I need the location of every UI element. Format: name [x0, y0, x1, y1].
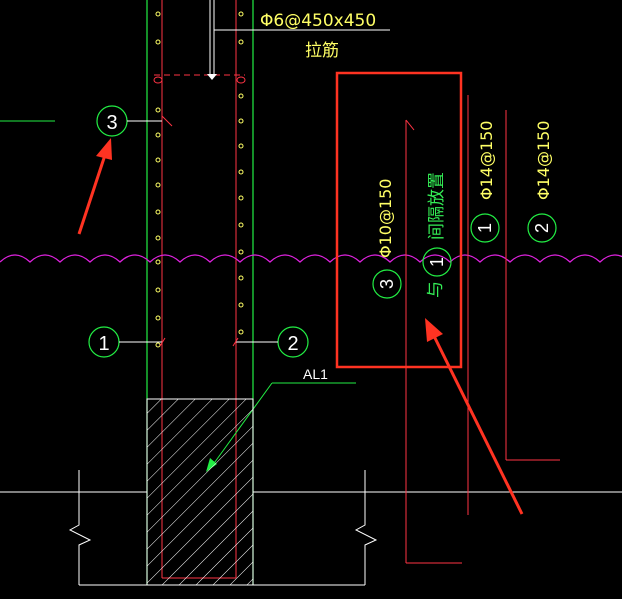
bar2-spec-text: Φ14@150 — [534, 121, 553, 201]
rebar-hook — [405, 119, 415, 131]
marker-2-box-circle — [527, 213, 557, 243]
marker-3-left-text: 3 — [106, 112, 117, 134]
beam-label: AL1 — [303, 366, 328, 382]
beam-section-hatch — [146, 398, 254, 586]
with-text: 与 — [426, 281, 446, 298]
highlight-arrow-right — [425, 318, 524, 515]
break-line — [0, 254, 622, 263]
rebar-dots-right — [238, 11, 244, 335]
bar3-spec-text: Φ10@150 — [376, 179, 395, 259]
marker-3-box-text: 3 — [377, 279, 397, 289]
marker-2-left-text: 2 — [287, 333, 298, 355]
foundation-outline — [0, 470, 622, 586]
marker-1-box-a-text: 1 — [427, 257, 447, 267]
rebar-end-hooks — [153, 76, 246, 84]
right-rebar-lines — [405, 95, 560, 564]
stirrup-note-text: 拉筋 — [305, 41, 339, 61]
marker-1-box-b-text: 1 — [475, 223, 495, 233]
highlight-box — [335, 71, 463, 369]
rebar-dots-left — [155, 11, 161, 348]
marker-3-box-circle — [372, 269, 402, 299]
marker-1-box-b-circle — [470, 213, 500, 243]
marker-2-box-text: 2 — [532, 223, 552, 233]
alternate-note-text: 间隔放置 — [427, 172, 447, 240]
marker-1-tick — [159, 337, 166, 347]
stirrup-leader — [209, 0, 390, 76]
marker-1-left-text: 1 — [98, 333, 109, 355]
stirrup-spec-text: Φ6@450x450 — [260, 11, 376, 31]
bar1-spec-text: Φ14@150 — [477, 121, 496, 201]
marker-3-tick — [161, 115, 173, 127]
stirrup-arrow — [207, 74, 217, 80]
marker-2-tick — [232, 337, 239, 347]
highlight-arrow-left — [77, 138, 112, 235]
marker-1-box-a-circle — [422, 247, 452, 277]
box-annotations: 3 Φ10@150 1 间隔放置 与 — [372, 172, 452, 299]
